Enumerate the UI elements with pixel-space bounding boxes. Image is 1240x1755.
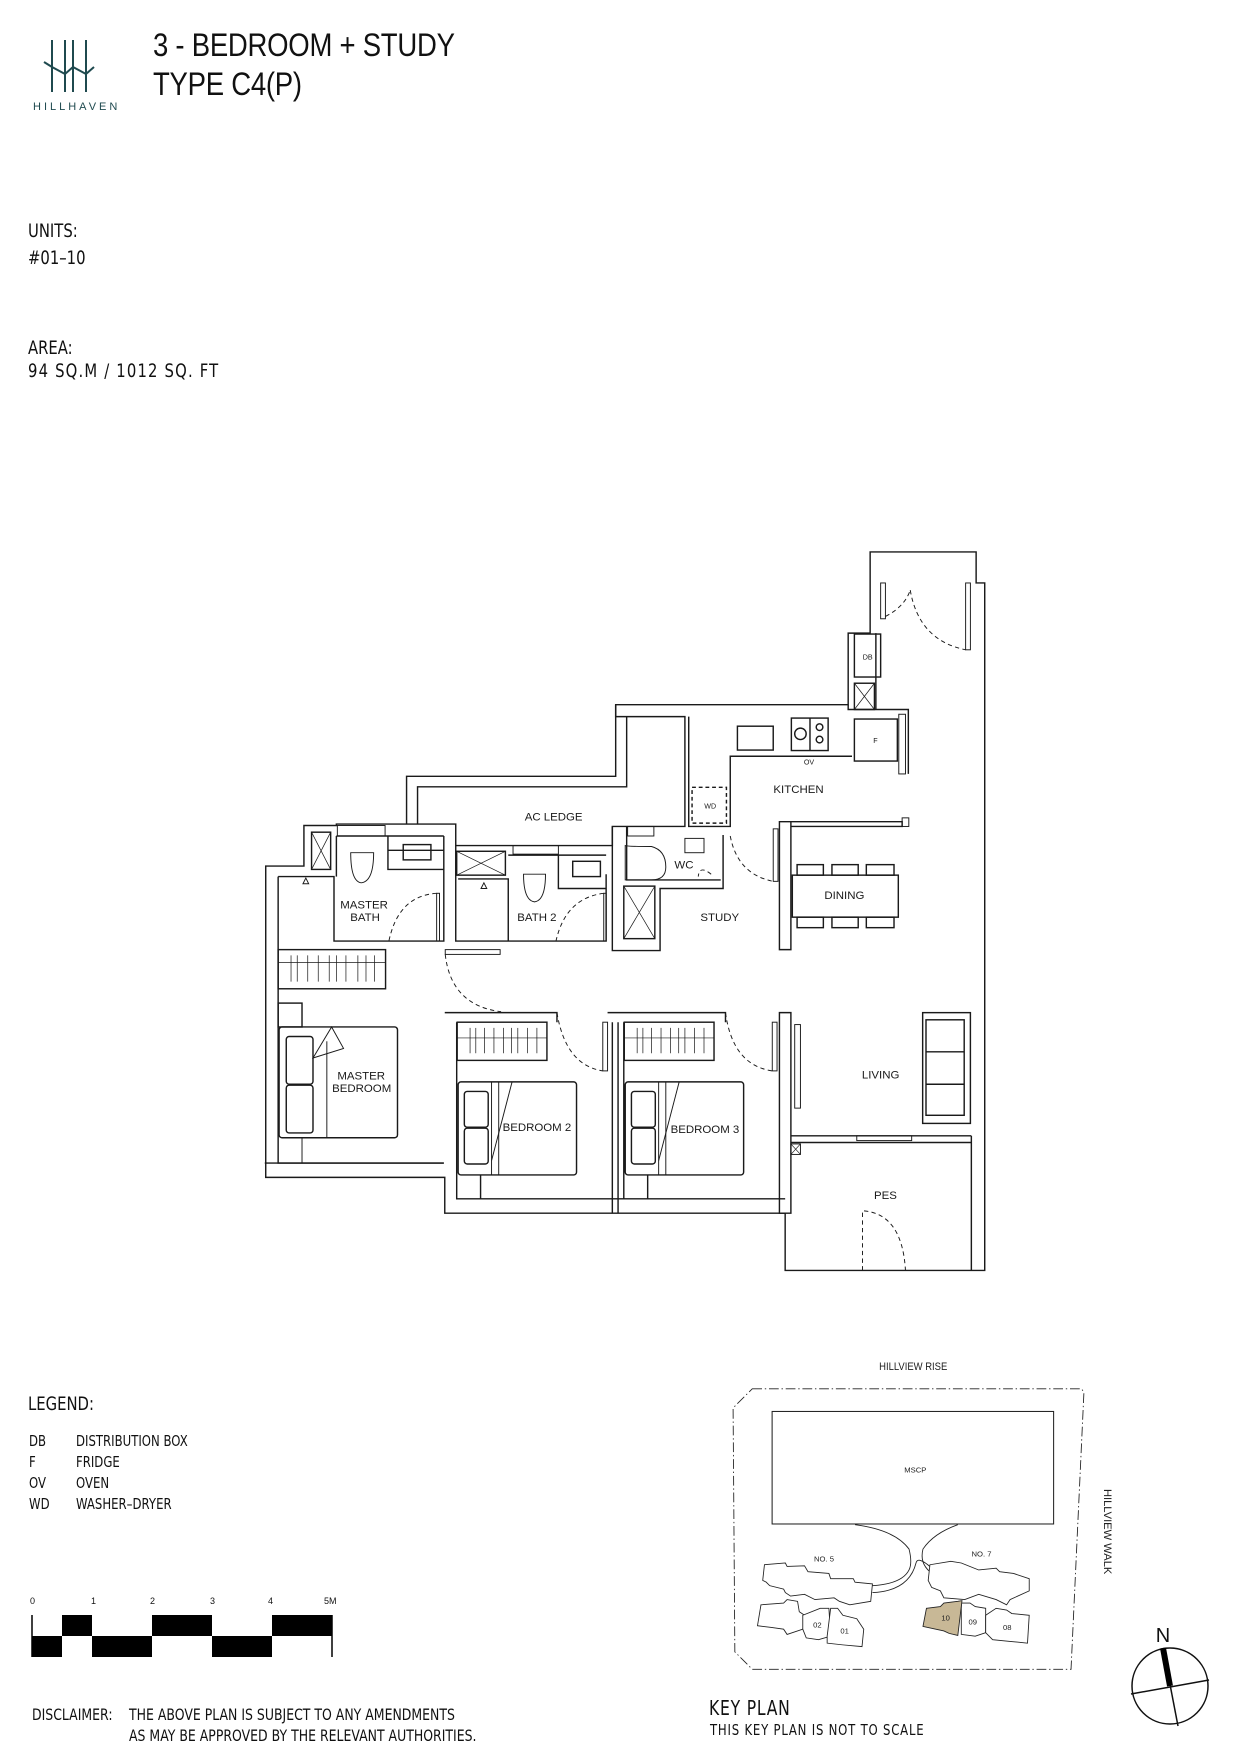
fixture-fridge: F [873,737,878,745]
legend-code-wd: WD [29,1495,50,1513]
room-wc: WC [674,859,693,871]
room-master-bath-line2: BATH [350,912,380,924]
legend-code-f: F [29,1453,36,1471]
disclaimer-line2: AS MAY BE APPROVED BY THE RELEVANT AUTHO… [129,1726,477,1745]
unit-10-highlighted [922,1600,963,1637]
room-bedroom-3: BEDROOM 3 [671,1124,740,1136]
key-plan: MSCP HILLVIEW RISE HILLVIEW WALK NO. 5 N… [732,1361,1113,1670]
scale-tick-1: 1 [91,1596,97,1606]
fixture-db: DB [863,653,873,661]
floor-trap-icon [302,876,310,885]
unit-01 [826,1607,865,1648]
north-compass-icon: N [1130,1625,1210,1727]
room-dining: DINING [824,890,864,902]
legend-code-ov: OV [29,1474,47,1492]
legend-desc-ov: OVEN [76,1474,110,1492]
room-ac-ledge: AC LEDGE [525,812,583,824]
units-label: UNITS: [28,220,78,242]
mscp-building [771,1410,1055,1525]
mscp-label: MSCP [904,1465,926,1474]
area-value: 94 SQ.M / 1012 SQ. FT [28,360,220,382]
page-title: 3 - BEDROOM + STUDY [153,27,455,63]
block-no5-label: NO. 5 [814,1554,834,1563]
unit-09-label: 09 [969,1617,978,1626]
scale-tick-0: 0 [30,1596,36,1606]
room-study: STUDY [700,912,739,924]
legend-desc-f: FRIDGE [76,1453,120,1471]
scale-tick-5m: 5M [324,1596,337,1606]
road-hillview-walk: HILLVIEW WALK [1101,1489,1113,1575]
fixture-washer-dryer: WD [704,802,716,810]
area-label: AREA: [28,337,73,359]
scale-tick-2: 2 [150,1596,156,1606]
legend-code-db: DB [29,1432,47,1450]
legend-desc-wd: WASHER–DRYER [76,1495,172,1513]
room-master-bedroom-line2: BEDROOM [332,1083,391,1095]
unit-02-label: 02 [813,1620,822,1629]
unit-10-label: 10 [941,1613,950,1622]
room-pes: PES [874,1190,897,1202]
legend-title: LEGEND: [28,1393,94,1415]
key-plan-title: KEY PLAN [709,1696,791,1720]
legend-desc-db: DISTRIBUTION BOX [76,1432,188,1450]
room-living: LIVING [862,1070,900,1082]
room-bedroom-2: BEDROOM 2 [503,1122,572,1134]
scale-bar [31,1615,333,1657]
unit-type: TYPE C4(P) [153,66,302,102]
room-master-bath-line1: MASTER [340,900,388,912]
units-value: #01–10 [28,247,86,269]
unit-08-label: 08 [1003,1623,1012,1632]
unit-02 [802,1607,832,1641]
room-master-bedroom-line1: MASTER [337,1070,385,1082]
road-hillview-rise: HILLVIEW RISE [879,1361,947,1373]
brand-name: HILLHAVEN [33,101,121,113]
unit-01-label: 01 [840,1627,849,1636]
scale-tick-4: 4 [268,1596,274,1606]
scale-tick-3: 3 [210,1596,216,1606]
floor-plan: AC LEDGE KITCHEN MASTER BATH BATH 2 WC S… [264,551,986,1272]
floor-trap-icon [480,881,488,889]
block-no7-label: NO. 7 [971,1550,991,1559]
disclaimer-line1: THE ABOVE PLAN IS SUBJECT TO ANY AMENDME… [129,1705,455,1724]
fixture-oven: OV [804,758,815,766]
hillhaven-logo-icon [30,34,130,120]
disclaimer-label: DISCLAIMER: [32,1705,113,1724]
key-plan-subtitle: THIS KEY PLAN IS NOT TO SCALE [710,1721,925,1739]
unit-08 [985,1607,1030,1644]
room-kitchen: KITCHEN [773,784,823,796]
room-bath-2: BATH 2 [517,912,556,924]
compass-north-label: N [1156,1625,1170,1647]
